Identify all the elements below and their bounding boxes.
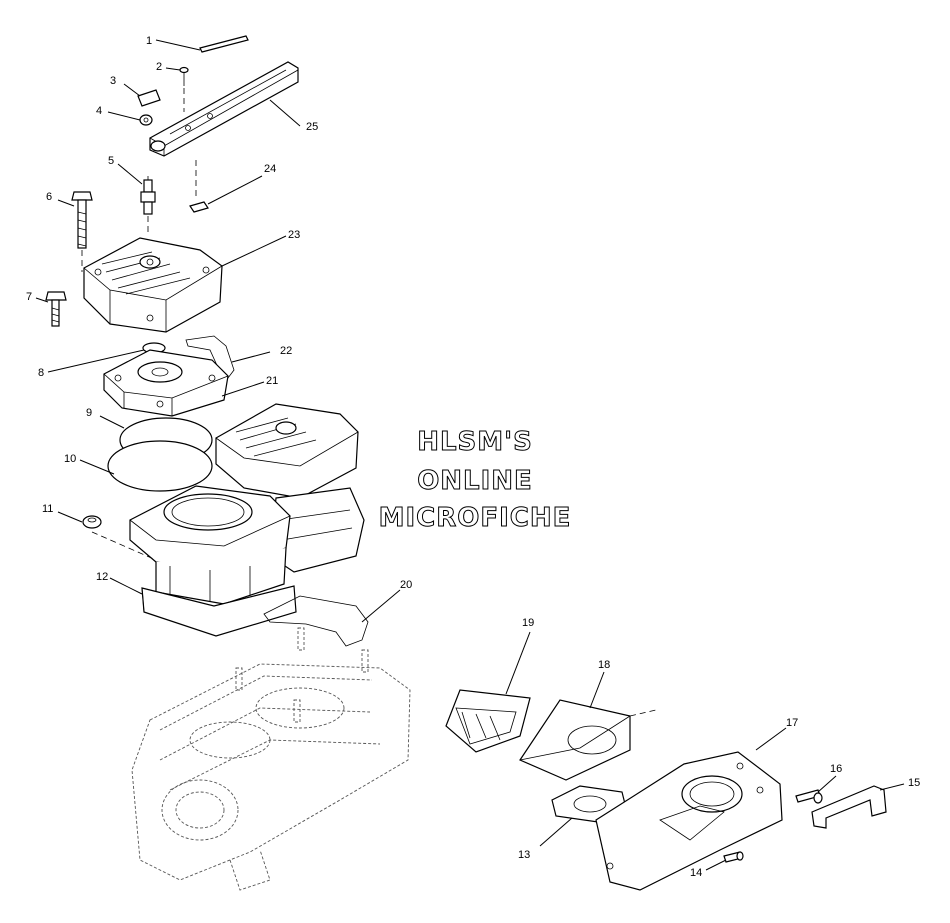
- part-20-base-gasket: [263, 595, 369, 647]
- watermark: HLSM'S ONLINE MICROFICHE: [378, 427, 572, 534]
- leader-lines: [35, 39, 905, 871]
- watermark-line-1: HLSM'S: [417, 427, 533, 457]
- callout-2: 2: [156, 61, 162, 73]
- callout-9: 9: [86, 407, 92, 419]
- part-14-bolt: [723, 851, 744, 863]
- callout-14: 14: [690, 867, 702, 879]
- callout-21: 21: [266, 375, 278, 387]
- callout-19: 19: [522, 617, 534, 629]
- callout-22: 22: [280, 345, 292, 357]
- callout-20: 20: [400, 579, 412, 591]
- part-24-clip: [189, 160, 209, 213]
- part-19-reed-valve: [445, 689, 531, 753]
- callout-13: 13: [518, 849, 530, 861]
- part-16-bolt: [795, 789, 823, 804]
- callout-6: 6: [46, 191, 52, 203]
- part-3-label: [137, 89, 161, 107]
- watermark-line-2: ONLINE: [417, 466, 533, 496]
- watermark-line-3: MICROFICHE: [379, 503, 572, 533]
- part-12-cylinder: [129, 485, 297, 637]
- part-10-o-ring: [107, 440, 213, 492]
- callout-labels: 1 2 3 4 5 6 7 8 9 10 11 12 13 14 15 16 1…: [26, 35, 920, 879]
- crankcase-outline: [131, 627, 411, 891]
- callout-16: 16: [830, 763, 842, 775]
- callout-5: 5: [108, 155, 114, 167]
- callout-12: 12: [96, 571, 108, 583]
- part-6-bolt: [71, 191, 93, 272]
- callout-18: 18: [598, 659, 610, 671]
- part-5-spark-plug: [140, 176, 156, 236]
- callout-10: 10: [64, 453, 76, 465]
- part-25-rail: [149, 61, 299, 157]
- part-2-screw: [179, 66, 189, 112]
- callout-7: 7: [26, 291, 32, 303]
- callout-25: 25: [306, 121, 318, 133]
- part-15-bracket: [811, 785, 887, 829]
- callout-4: 4: [96, 105, 102, 117]
- part-1-rod: [199, 35, 249, 53]
- callout-11: 11: [42, 503, 53, 515]
- part-21-cylinder-head: [103, 349, 229, 417]
- part-18-spacer: [519, 699, 657, 781]
- part-17-manifold: [595, 751, 783, 891]
- callout-24: 24: [264, 163, 276, 175]
- callout-15: 15: [908, 777, 920, 789]
- part-23-head-cover: [83, 237, 223, 333]
- part-11-nut: [82, 515, 157, 561]
- part-4-nut: [139, 114, 153, 126]
- callout-23: 23: [288, 229, 300, 241]
- callout-3: 3: [110, 75, 116, 87]
- callout-17: 17: [786, 717, 798, 729]
- callout-1: 1: [146, 35, 152, 47]
- part-7-bolt: [45, 291, 67, 327]
- callout-8: 8: [38, 367, 44, 379]
